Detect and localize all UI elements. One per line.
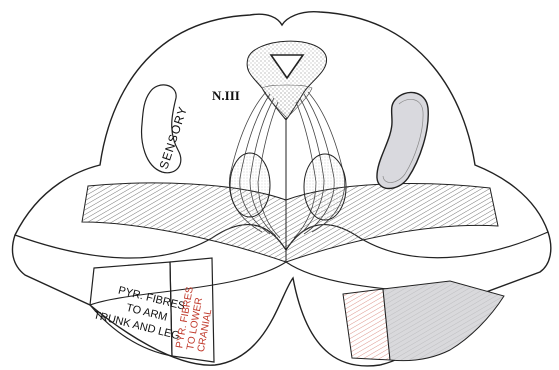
cranial-fibres-label: PYR. FIBRES TO LOWER CRANIAL	[174, 286, 217, 353]
left-red-nucleus	[230, 153, 270, 217]
right-limb-fibres-hatch	[383, 281, 504, 361]
right-cranial-fibres-region	[343, 289, 390, 360]
oculomotor-nucleus	[262, 85, 312, 118]
right-red-nucleus	[304, 154, 346, 220]
arm-fibres-label: PYR. FIBRES TO ARM TRUNK AND LEG	[92, 280, 188, 342]
substantia-nigra	[82, 183, 498, 262]
sensory-label: SENSORY	[157, 104, 191, 171]
right-lemniscus-region	[377, 92, 428, 188]
nerve-label: N.III	[212, 88, 240, 103]
